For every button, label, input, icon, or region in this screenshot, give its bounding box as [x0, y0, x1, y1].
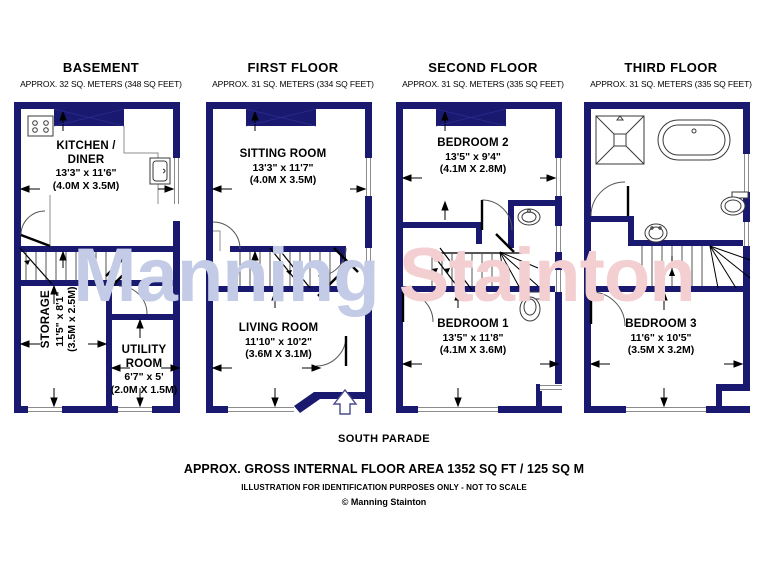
plan-svg-third	[584, 102, 751, 413]
floor-area-second: APPROX. 31 SQ. METERS (335 SQ FEET)	[402, 79, 564, 89]
recess-hatch-second	[435, 108, 507, 127]
door-leaves-second	[401, 200, 515, 322]
plan-svg-basement	[14, 102, 181, 413]
gross-internal-area: APPROX. GROSS INTERNAL FLOOR AREA 1352 S…	[183, 462, 585, 476]
dimension-arrows-first	[211, 110, 367, 408]
floor-title-basement: BASEMENT	[62, 60, 140, 75]
floor-title-second: SECOND FLOOR	[428, 60, 538, 75]
plan-basement	[6, 96, 196, 421]
plan-first-floor	[198, 96, 388, 421]
staircase-first	[239, 247, 331, 289]
floor-header-basement: BASEMENT APPROX. 32 SQ. METERS (348 SQ F…	[6, 60, 196, 89]
recess-hatch-basement	[53, 108, 125, 127]
floor-area-first: APPROX. 31 SQ. METERS (334 SQ FEET)	[212, 79, 374, 89]
sink-icon	[149, 157, 171, 185]
inner-lines-first	[213, 230, 221, 251]
floor-title-first: FIRST FLOOR	[247, 60, 339, 75]
walls-first	[206, 102, 372, 413]
staircase-third	[641, 245, 751, 289]
entrance-arrow-icon	[332, 388, 358, 415]
floor-header-second: SECOND FLOOR APPROX. 31 SQ. METERS (335 …	[388, 60, 578, 89]
windows-basement	[28, 158, 180, 413]
hob-icon	[27, 115, 54, 137]
bay-corner-first	[294, 392, 320, 413]
recess-hatch-first	[245, 108, 317, 127]
windows-first	[206, 158, 372, 413]
toilet-icon	[519, 291, 541, 322]
street-name: SOUTH PARADE	[338, 433, 430, 445]
walls-basement	[14, 102, 180, 413]
shower-icon	[595, 115, 645, 165]
dimension-arrows-third	[589, 290, 744, 408]
disclaimer-text: ILLUSTRATION FOR IDENTIFICATION PURPOSES…	[241, 483, 527, 492]
plan-third-floor	[576, 96, 766, 421]
bathtub-icon	[657, 119, 731, 161]
doors-basement	[20, 210, 148, 315]
copyright-text: © Manning Stainton	[341, 497, 427, 507]
doors-second	[402, 199, 513, 323]
door-leaves-basement	[20, 233, 131, 293]
doors-first	[212, 221, 347, 367]
kitchen-units-basement	[49, 126, 159, 246]
floor-title-third: THIRD FLOOR	[624, 60, 718, 75]
floor-header-third: THIRD FLOOR APPROX. 31 SQ. METERS (335 S…	[576, 60, 766, 89]
floor-header-first: FIRST FLOOR APPROX. 31 SQ. METERS (334 S…	[198, 60, 388, 89]
toilet-icon	[720, 191, 749, 216]
door-leaves-first	[317, 247, 359, 366]
floor-area-basement: APPROX. 32 SQ. METERS (348 SQ FEET)	[20, 79, 182, 89]
plan-svg-second	[396, 102, 562, 413]
windows-third	[584, 154, 750, 413]
windows-second	[396, 158, 562, 413]
plan-second-floor	[388, 96, 578, 421]
staircase-basement	[19, 247, 107, 285]
door-leaves-third	[589, 186, 630, 324]
plan-svg-first	[206, 102, 372, 415]
basin-icon	[517, 208, 541, 226]
walls-second	[396, 102, 562, 413]
dimension-arrows-basement	[19, 110, 181, 408]
staircase-second	[422, 247, 539, 293]
basin-icon	[644, 223, 668, 243]
dimension-arrows-second	[401, 110, 560, 408]
doors-third	[590, 181, 626, 327]
floor-area-third: APPROX. 31 SQ. METERS (335 SQ FEET)	[590, 79, 752, 89]
